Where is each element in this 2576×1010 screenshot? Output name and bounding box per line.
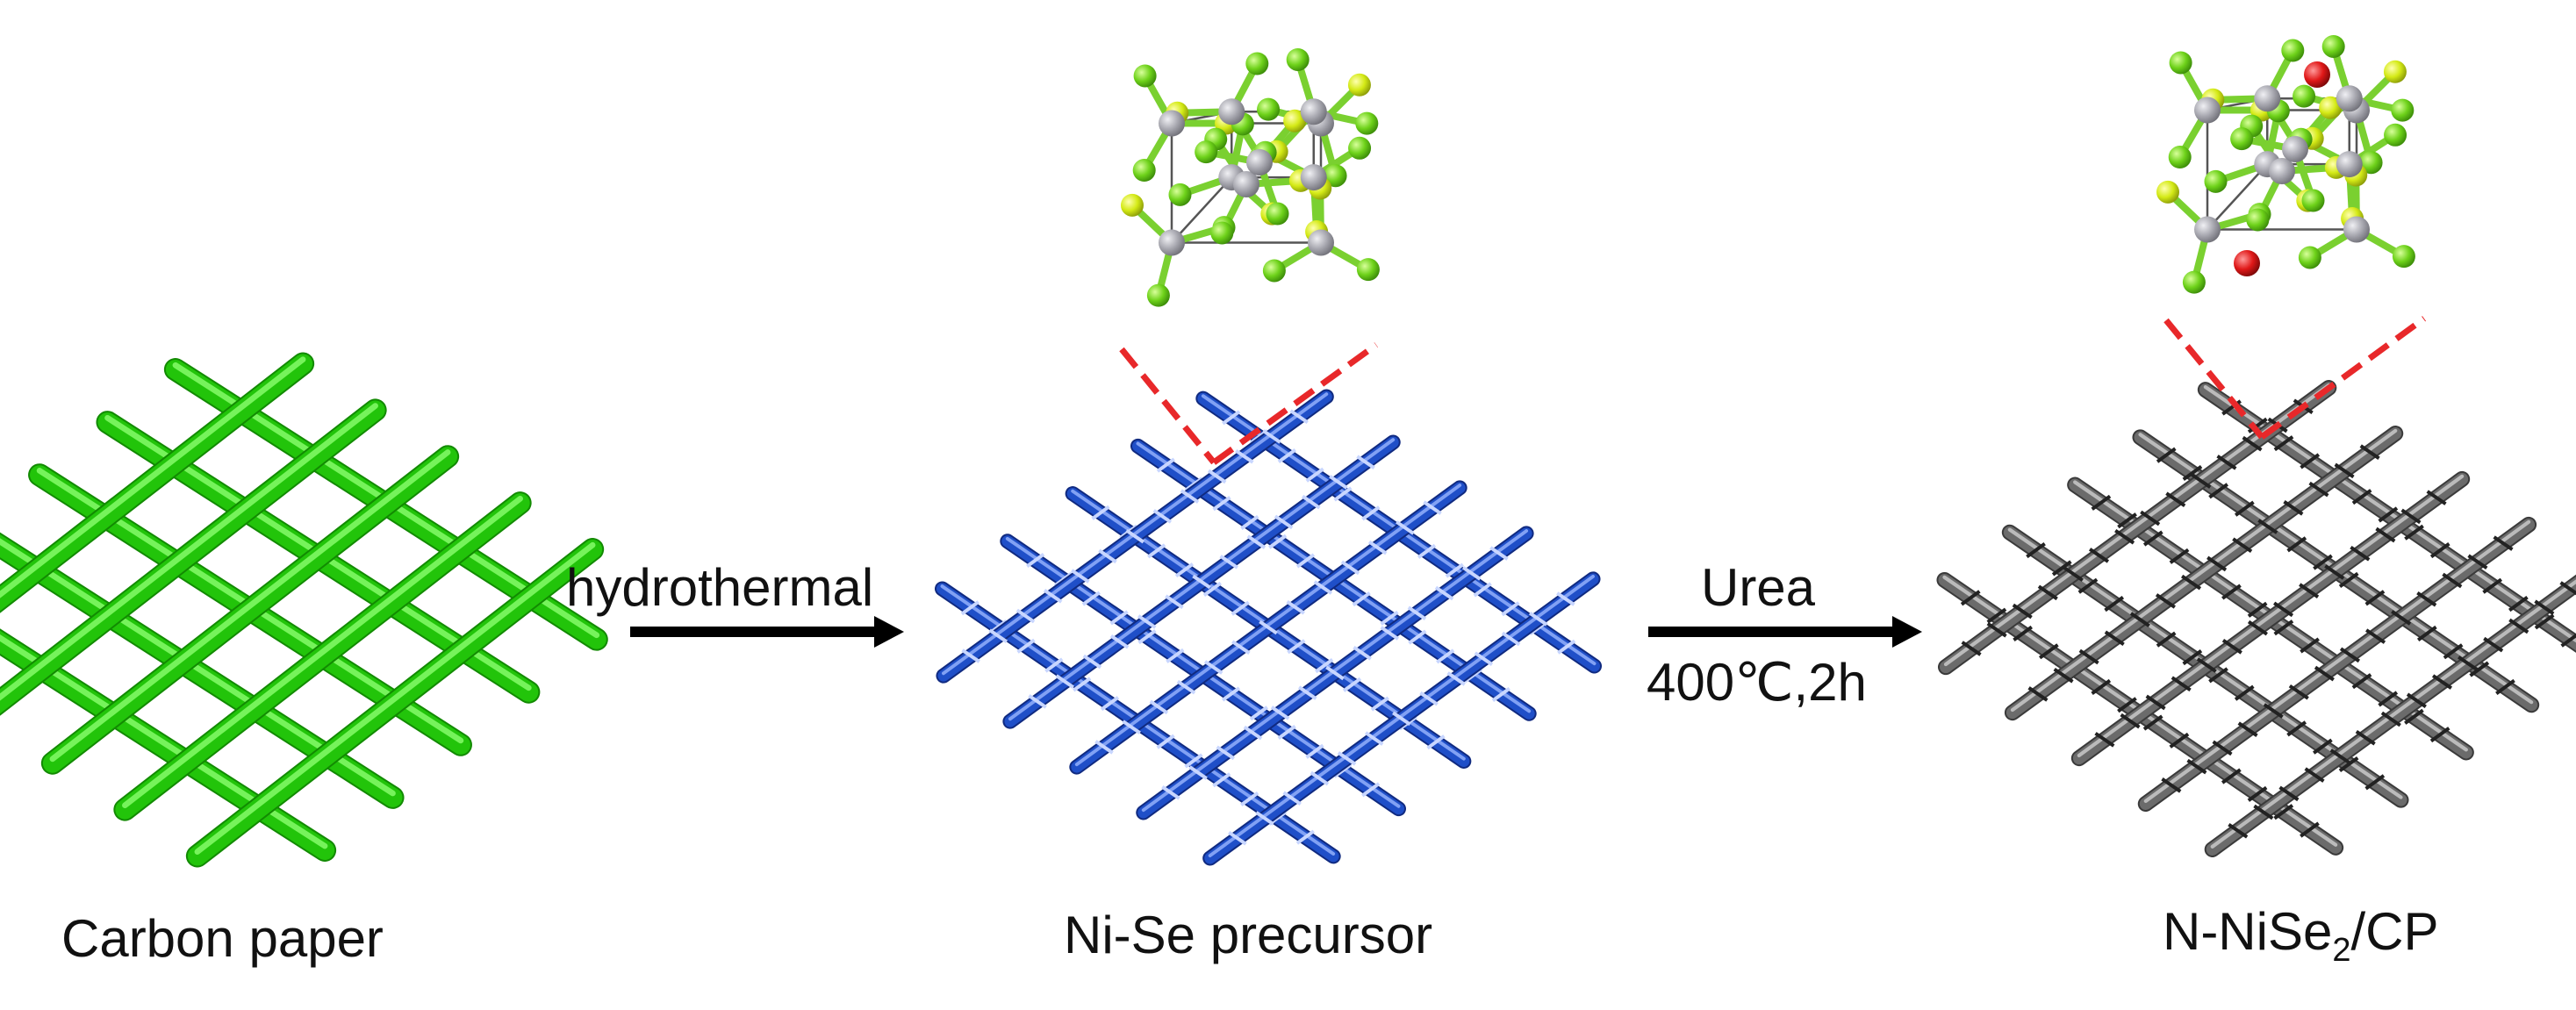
precursor-rod	[1136, 526, 1534, 820]
se-atom	[2204, 169, 2228, 193]
se-atom	[1266, 202, 1289, 226]
carbon-rod	[40, 445, 460, 775]
zoom-indicator-final	[2163, 316, 2427, 440]
ni-atom	[1308, 229, 1334, 256]
precursor-rod	[1002, 434, 1401, 729]
se-atom	[2156, 180, 2179, 204]
se-atom	[1356, 258, 1380, 282]
se-atom	[1283, 109, 1307, 133]
se-atom	[2169, 51, 2192, 75]
se-atom	[2168, 146, 2192, 169]
se-atom	[2301, 189, 2325, 212]
ni-atom	[1159, 110, 1185, 137]
ni-atom	[2194, 216, 2221, 243]
se-atom	[1120, 193, 1144, 217]
precursor-rod	[1202, 571, 1601, 866]
se-atom	[1262, 259, 1286, 283]
carbon-rod	[0, 352, 315, 613]
ni-atom	[2282, 136, 2308, 162]
ni-atom	[1300, 164, 1327, 191]
se-atom	[1286, 47, 1310, 71]
label-conditions: 400℃,2h	[1647, 653, 1867, 712]
se-atom	[2246, 208, 2270, 232]
final-rod	[2004, 425, 2404, 721]
se-atom	[1195, 140, 1218, 164]
carbon-rod	[0, 398, 387, 716]
precursor-rod	[936, 389, 1334, 684]
label-carbon-paper: Carbon paper	[61, 909, 384, 968]
carbon-rod	[185, 538, 605, 868]
se-atom	[2383, 60, 2407, 83]
se-atom	[2321, 34, 2345, 58]
hydrothermal-arrow	[630, 616, 904, 648]
n-dopant-atom	[2304, 61, 2330, 88]
se-atom	[1324, 164, 1347, 188]
se-atom	[1133, 64, 1157, 88]
se-atom	[1132, 159, 1156, 183]
ni-atom	[2269, 158, 2295, 184]
n-dopant-atom	[2234, 250, 2260, 276]
se-atom	[2230, 127, 2254, 151]
ni-se-crystal-structure	[1120, 47, 1380, 307]
n-nise2-crystal-structure	[2156, 34, 2415, 294]
se-atom	[1355, 111, 1379, 135]
ni-atom	[2343, 216, 2370, 243]
ni-se-precursor-grid	[934, 389, 1603, 866]
se-atom	[2293, 84, 2316, 108]
ni-atom	[2336, 151, 2363, 178]
label-urea: Urea	[1701, 558, 1816, 617]
se-atom	[1168, 183, 1192, 206]
zoom-indicator-precursor	[1119, 342, 1379, 465]
se-atom	[1210, 221, 1234, 245]
se-atom	[1245, 52, 1269, 75]
carbon-rod	[113, 491, 532, 821]
final-rod	[2137, 516, 2537, 813]
precursor-rod	[1069, 480, 1467, 775]
atoms	[2156, 34, 2415, 294]
final-rod	[2070, 470, 2471, 767]
ni-atom	[2336, 85, 2363, 112]
n-nise2-cp-grid	[1936, 380, 2576, 857]
se-atom	[2182, 270, 2206, 294]
se-atom	[1146, 283, 1170, 307]
label-ni-se-precursor: Ni-Se precursor	[1064, 906, 1433, 964]
atoms	[1120, 47, 1380, 307]
se-atom	[2392, 245, 2415, 269]
carbon-paper-grid	[0, 352, 608, 868]
ni-atom	[1218, 98, 1245, 125]
se-atom	[2298, 246, 2321, 269]
se-atom	[2281, 39, 2305, 62]
ni-atom	[1233, 171, 1259, 197]
ni-atom	[1300, 98, 1327, 125]
se-atom	[1257, 97, 1281, 121]
label-n-nise2-cp: N-NiSe2/CP	[2163, 902, 2439, 969]
se-atom	[2384, 123, 2407, 147]
se-atom	[2359, 151, 2383, 175]
se-atom	[2391, 98, 2415, 122]
urea-arrow	[1648, 616, 1922, 648]
label-hydrothermal: hydrothermal	[566, 558, 874, 617]
ni-atom	[2194, 97, 2221, 124]
se-atom	[2319, 96, 2343, 119]
se-atom	[1347, 73, 1371, 97]
final-rod	[2204, 574, 2576, 857]
ni-atom	[2254, 85, 2281, 112]
ni-atom	[1246, 149, 1273, 175]
se-atom	[1348, 136, 1372, 160]
ni-atom	[1159, 229, 1185, 256]
